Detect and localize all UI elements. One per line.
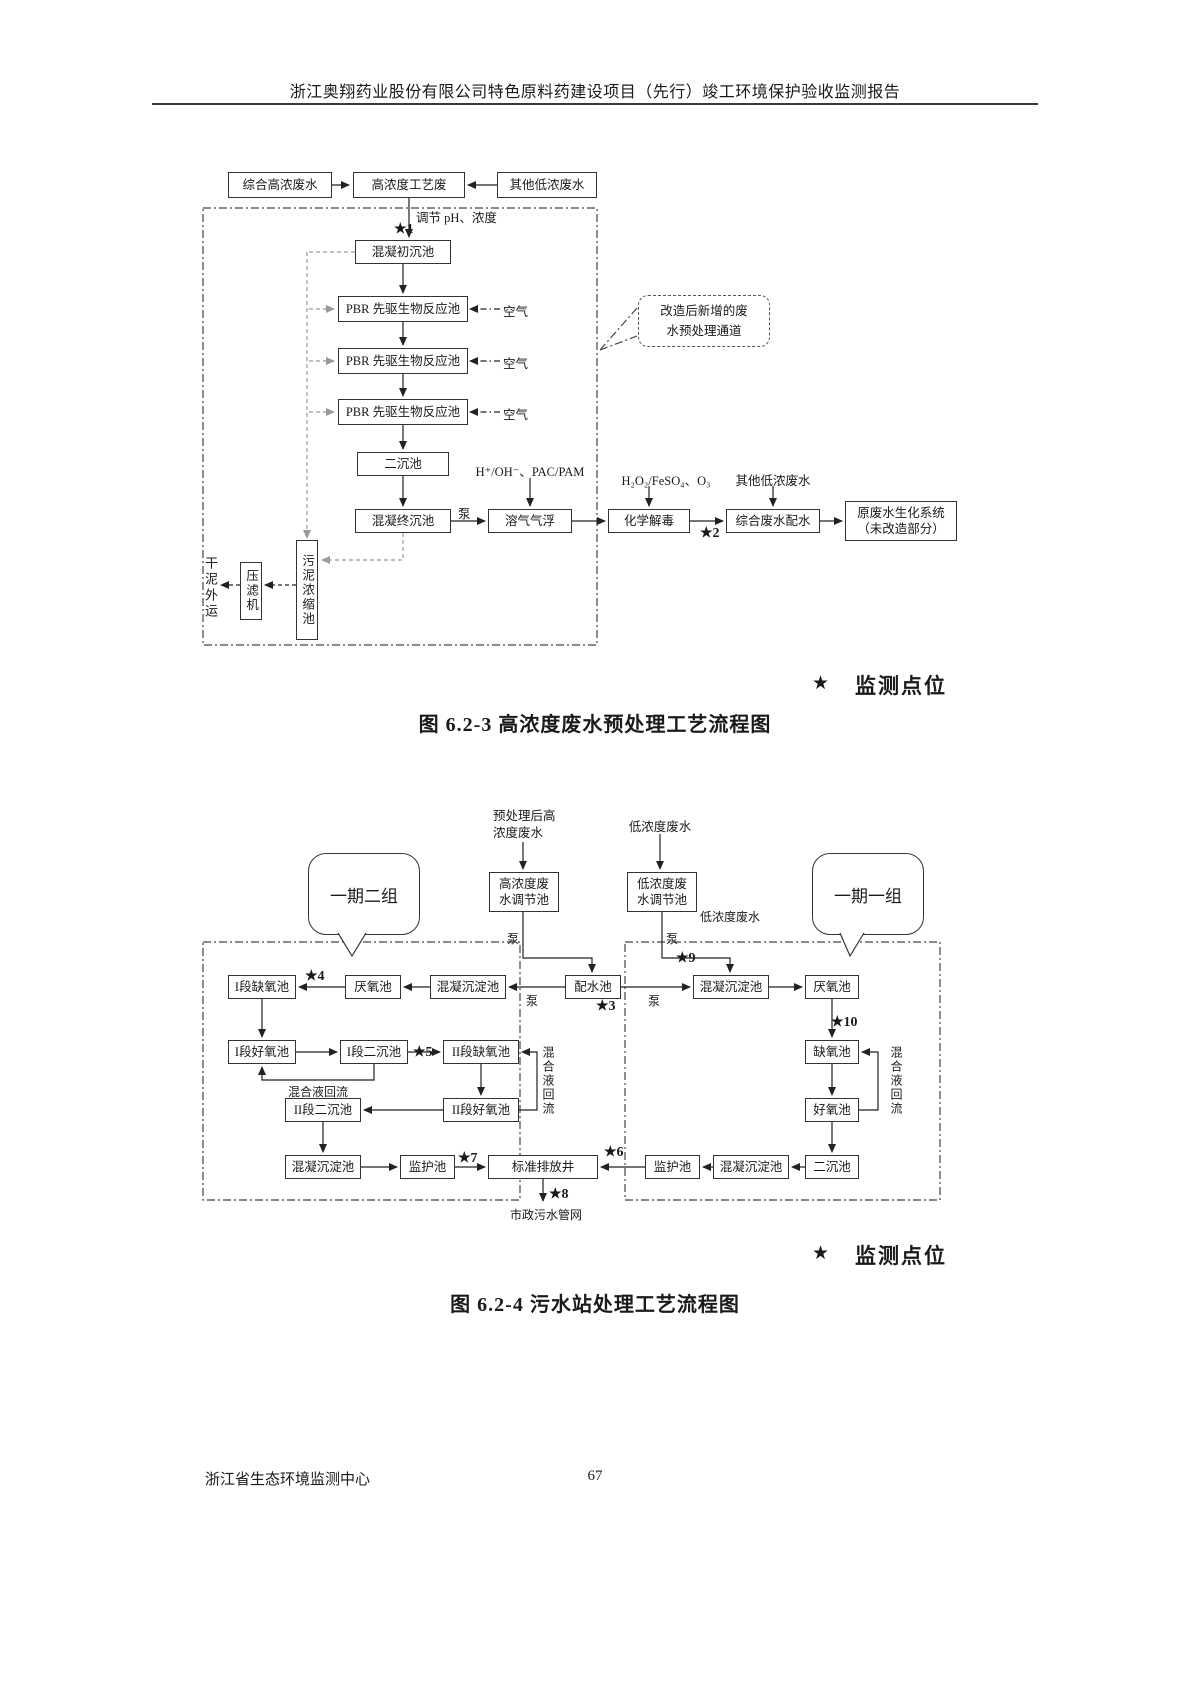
flow-box-right-guard-tank: 监护池 xyxy=(645,1155,700,1179)
low-tank-line-2: 水调节池 xyxy=(636,893,687,907)
label-recycle-right: 混合液回流 xyxy=(889,1046,903,1116)
label-other-low-2: 其他低浓废水 xyxy=(735,474,811,488)
flow-box-filter-press: 压滤机 xyxy=(240,562,262,620)
flow-box-stage2-aerobic: II段好氧池 xyxy=(443,1098,519,1122)
callout-new-channel: 改造后新增的废 水预处理通道 xyxy=(638,295,770,347)
flow-box-coagulation-final-tank: 混凝终沉池 xyxy=(355,509,451,533)
footer-page-number: 67 xyxy=(587,1468,603,1484)
monitor-point-1: ★1 xyxy=(394,222,414,237)
flow-box-right-coag-sed-2: 混凝沉淀池 xyxy=(713,1155,789,1179)
legend-star-icon-1: ★ xyxy=(812,673,830,694)
label-low-conc-branch: 低浓度废水 xyxy=(700,910,761,924)
bio-line-2: （未改造部分） xyxy=(857,522,945,536)
callout-line-2: 水预处理通道 xyxy=(666,324,742,338)
label-detox-dosing: H₂O₂/FeSO₄、O₃ xyxy=(621,474,711,488)
label-dry-sludge-out: 干泥外运 xyxy=(203,556,218,620)
label-pump-dist-left: 泵 xyxy=(526,994,539,1008)
monitor-point-4: ★4 xyxy=(305,969,325,984)
page-header-title: 浙江奥翔药业股份有限公司特色原料药建设项目（先行）竣工环境保护验收监测报告 xyxy=(289,84,901,101)
filter-press-label: 压滤机 xyxy=(244,569,259,613)
flow-box-dissolved-air-flotation: 溶气气浮 xyxy=(488,509,572,533)
flow-box-original-bio-system: 原废水生化系统 （未改造部分） xyxy=(845,501,957,541)
d1-container xyxy=(202,207,638,646)
figure-caption-6-2-3: 图 6.2-3 高浓度废水预处理工艺流程图 xyxy=(418,714,772,736)
monitor-point-3: ★3 xyxy=(596,999,616,1014)
flow-box-comprehensive-high-wastewater: 综合高浓废水 xyxy=(228,172,332,198)
callout-line-1: 改造后新增的废 xyxy=(660,304,748,318)
monitor-point-2: ★2 xyxy=(700,526,720,541)
flow-box-left-coag-sed-2: 混凝沉淀池 xyxy=(285,1155,361,1179)
figure-caption-6-2-4: 图 6.2-4 污水站处理工艺流程图 xyxy=(450,1294,740,1316)
flow-box-left-coag-sed-1: 混凝沉淀池 xyxy=(430,975,506,999)
legend-star-icon-2: ★ xyxy=(812,1243,830,1264)
flow-box-high-conc-tank: 高浓度废 水调节池 xyxy=(489,872,559,912)
bubble-phase1-group1: 一期一组 xyxy=(812,853,924,935)
label-pump-high-tank: 泵 xyxy=(507,932,520,946)
label-pump-d1: 泵 xyxy=(458,507,471,521)
flow-box-stage2-clarifier: II段二沉池 xyxy=(285,1098,361,1122)
flow-box-right-coag-sed-1: 混凝沉淀池 xyxy=(693,975,769,999)
label-adjust-ph: 调节 pH、浓度 xyxy=(416,211,497,225)
bio-line-1: 原废水生化系统 xyxy=(857,505,945,520)
flow-box-left-guard-tank: 监护池 xyxy=(400,1155,455,1179)
label-pretreated-high: 预处理后高 浓度废水 xyxy=(493,808,563,842)
flow-box-pbr-2: PBR 先驱生物反应池 xyxy=(338,348,468,374)
header-rule xyxy=(152,103,1038,105)
label-air-3: 空气 xyxy=(503,408,529,422)
flow-box-left-anaerobic: 厌氧池 xyxy=(345,975,401,999)
flow-box-high-conc-process-waste: 高浓度工艺废 xyxy=(353,172,465,198)
flow-box-pbr-3: PBR 先驱生物反应池 xyxy=(338,399,468,425)
flow-box-sludge-thickener: 污泥浓缩池 xyxy=(296,540,318,640)
label-daf-dosing: H⁺/OH⁻、PAC/PAM xyxy=(475,465,585,479)
flow-box-right-clarifier: 二沉池 xyxy=(805,1155,859,1179)
flow-box-secondary-clarifier: 二沉池 xyxy=(357,452,449,476)
label-pump-low-tank: 泵 xyxy=(666,932,679,946)
flow-box-low-conc-tank: 低浓度废 水调节池 xyxy=(627,872,697,912)
monitor-point-10: ★10 xyxy=(831,1015,858,1030)
monitor-point-5: ★5 xyxy=(413,1045,433,1060)
sludge-thickener-label: 污泥浓缩池 xyxy=(300,553,315,627)
footer-organization: 浙江省生态环境监测中心 xyxy=(205,1472,371,1488)
flow-box-chemical-detox: 化学解毒 xyxy=(608,509,690,533)
label-recycle-left: 混合液回流 xyxy=(288,1085,349,1099)
high-tank-line-1: 高浓度废 xyxy=(498,876,549,891)
label-municipal-sewer: 市政污水管网 xyxy=(509,1208,583,1222)
flow-box-other-low-conc-wastewater: 其他低浓废水 xyxy=(497,172,597,198)
flow-box-stage1-aerobic: I段好氧池 xyxy=(228,1040,296,1064)
low-tank-line-1: 低浓度废 xyxy=(636,876,687,891)
bubble-tails xyxy=(337,932,865,958)
pretreated-line-2: 浓度废水 xyxy=(493,825,544,840)
label-air-2: 空气 xyxy=(503,357,529,371)
pretreated-line-1: 预处理后高 xyxy=(493,809,556,823)
label-recycle-mid: 混合液回流 xyxy=(541,1046,555,1116)
label-air-1: 空气 xyxy=(503,305,529,319)
label-low-conc-in: 低浓度废水 xyxy=(628,820,692,834)
flow-box-distribution-tank: 配水池 xyxy=(565,975,621,999)
legend-label-2: 监测点位 xyxy=(855,1244,947,1268)
monitor-point-8: ★8 xyxy=(549,1187,569,1202)
legend-label-1: 监测点位 xyxy=(855,674,947,698)
flow-box-pbr-1: PBR 先驱生物反应池 xyxy=(338,296,468,322)
label-pump-dist-right: 泵 xyxy=(648,994,661,1008)
monitor-point-6: ★6 xyxy=(604,1145,624,1160)
flow-box-right-anoxic: 缺氧池 xyxy=(805,1040,859,1064)
monitor-point-9: ★9 xyxy=(676,951,696,966)
flow-box-right-aerobic: 好氧池 xyxy=(805,1098,859,1122)
bubble-phase1-group2: 一期二组 xyxy=(308,853,420,935)
flow-box-combined-distribution: 综合废水配水 xyxy=(726,509,820,533)
flow-box-stage1-clarifier: I段二沉池 xyxy=(340,1040,408,1064)
flow-box-stage1-anoxic: I段缺氧池 xyxy=(228,975,296,999)
flow-box-right-anaerobic: 厌氧池 xyxy=(805,975,859,999)
monitor-point-7: ★7 xyxy=(458,1151,478,1166)
flow-box-stage2-anoxic: II段缺氧池 xyxy=(443,1040,519,1064)
flow-box-coagulation-primary-tank: 混凝初沉池 xyxy=(355,240,451,264)
high-tank-line-2: 水调节池 xyxy=(498,893,549,907)
flow-box-standard-discharge-well: 标准排放井 xyxy=(488,1155,598,1179)
